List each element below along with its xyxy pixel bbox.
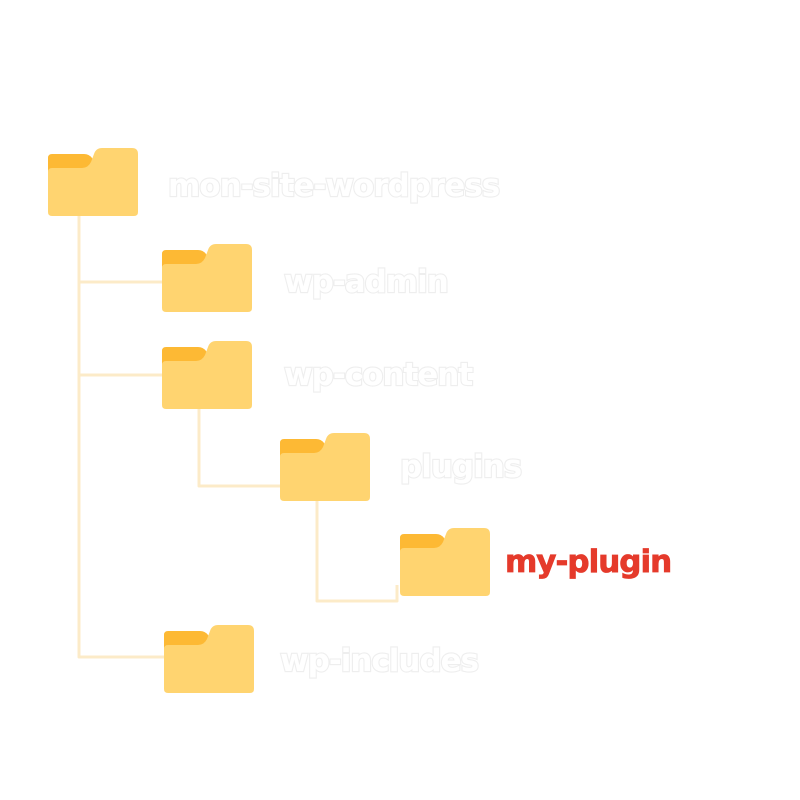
- folder-label: wp-admin: [284, 264, 448, 300]
- folder-plugins[interactable]: plugins: [280, 433, 523, 501]
- connector-to-my-plugin: [315, 501, 399, 603]
- folder-label: mon-site-wordpress: [168, 168, 499, 204]
- folder-label: plugins: [400, 449, 521, 485]
- folder-icon: [162, 244, 252, 312]
- folder-label: wp-includes: [280, 643, 478, 679]
- folder-icon: [280, 433, 370, 501]
- folder-wp-admin[interactable]: wp-admin: [162, 244, 450, 312]
- tree-connectors: [77, 215, 399, 659]
- connector-trunk-root: [77, 215, 164, 659]
- folder-icon: [400, 528, 490, 596]
- folder-wp-includes[interactable]: wp-includes: [164, 625, 480, 693]
- folder-icon: [48, 148, 138, 216]
- folder-label: wp-content: [284, 357, 473, 393]
- folder-mon-site-wordpress[interactable]: mon-site-wordpress: [48, 148, 501, 216]
- folder-label-highlighted: my-plugin: [505, 544, 671, 580]
- folder-icon: [164, 625, 254, 693]
- connector-to-plugins: [197, 408, 280, 488]
- folder-wp-content[interactable]: wp-content: [162, 341, 475, 409]
- folder-icon: [162, 341, 252, 409]
- folder-my-plugin[interactable]: my-plugin: [400, 528, 673, 596]
